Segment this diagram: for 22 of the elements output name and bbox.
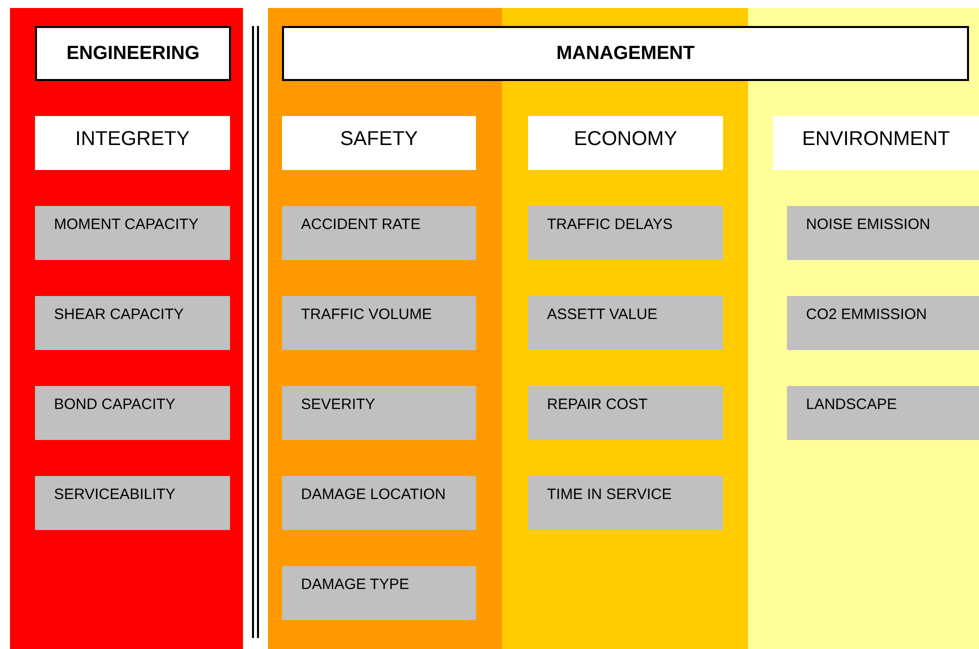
criterion-box: DAMAGE TYPE [282,566,476,620]
heading-box: MANAGEMENT [282,26,969,81]
category-box: ECONOMY [528,116,723,170]
criterion-box: DAMAGE LOCATION [282,476,476,530]
criterion-box: SEVERITY [282,386,476,440]
criterion-box: NOISE EMISSION [787,206,979,260]
criterion-box: SERVICEABILITY [35,476,230,530]
criterion-box: ASSETT VALUE [528,296,723,350]
criterion-box: BOND CAPACITY [35,386,230,440]
criterion-box: SHEAR CAPACITY [35,296,230,350]
criterion-box: LANDSCAPE [787,386,979,440]
heading-box: ENGINEERING [35,26,231,81]
criterion-box: CO2 EMMISSION [787,296,979,350]
criterion-box: ACCIDENT RATE [282,206,476,260]
criterion-box: TIME IN SERVICE [528,476,723,530]
category-box: SAFETY [282,116,476,170]
category-box: INTEGRETY [35,116,230,170]
criterion-box: REPAIR COST [528,386,723,440]
criterion-box: TRAFFIC VOLUME [282,296,476,350]
criterion-box: MOMENT CAPACITY [35,206,230,260]
criterion-box: TRAFFIC DELAYS [528,206,723,260]
category-box: ENVIRONMENT [773,116,979,170]
